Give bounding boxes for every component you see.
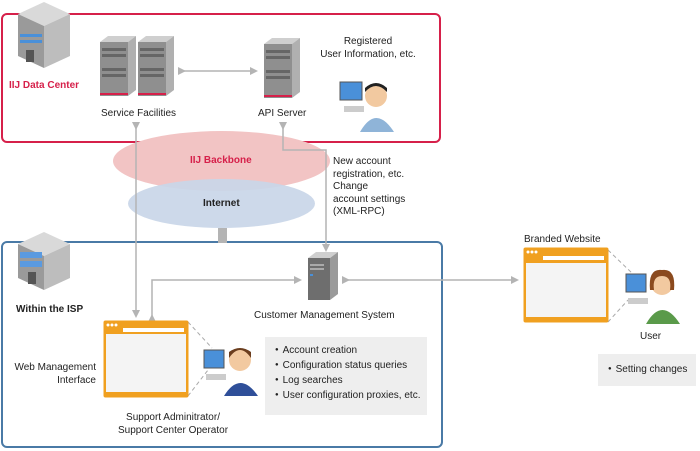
data-center-label: IIJ Data Center bbox=[9, 80, 80, 91]
branded-website-label: Branded Website bbox=[524, 234, 601, 245]
branded-website-icon[interactable] bbox=[523, 247, 609, 323]
arrow-api-customer bbox=[279, 122, 330, 252]
support-operator-label: Support Adminitrator/ Support Center Ope… bbox=[117, 412, 229, 436]
operator-functions-box: Account creation Configuration status qu… bbox=[265, 337, 427, 415]
customer-management-label: Customer Management System bbox=[254, 310, 395, 321]
isp-building-icon bbox=[18, 232, 70, 290]
api-server-label: API Server bbox=[258, 108, 307, 119]
xml-rpc-annotation: New account registration, etc. Change ac… bbox=[333, 156, 406, 217]
user-icon bbox=[625, 269, 680, 324]
list-item: Log searches bbox=[275, 373, 417, 388]
service-facilities-label: Service Facilities bbox=[101, 108, 177, 119]
customer-management-server-icon bbox=[308, 252, 338, 300]
service-facilities-server-icon bbox=[100, 36, 174, 96]
registered-info-label: Registered User Information, etc. bbox=[320, 36, 416, 60]
isp-label: Within the ISP bbox=[16, 304, 84, 315]
user-label: User bbox=[640, 331, 662, 342]
web-management-interface-icon[interactable] bbox=[103, 320, 189, 398]
internet-label: Internet bbox=[203, 198, 240, 209]
support-operator-icon bbox=[203, 348, 258, 396]
list-item: Setting changes bbox=[608, 362, 688, 377]
list-item: User configuration proxies, etc. bbox=[275, 388, 421, 403]
list-item: Account creation bbox=[275, 343, 417, 358]
user-functions-box: Setting changes bbox=[598, 354, 696, 386]
backbone-label: IIJ Backbone bbox=[190, 155, 252, 166]
arrow-webmgmt-customer bbox=[148, 276, 302, 322]
api-server-icon bbox=[264, 38, 300, 98]
registered-user-icon bbox=[339, 81, 394, 132]
internet-isp-link bbox=[218, 228, 227, 243]
web-management-label: Web Management Interface bbox=[14, 362, 96, 386]
data-center-building-icon bbox=[18, 2, 70, 68]
list-item: Configuration status queries bbox=[275, 358, 417, 373]
